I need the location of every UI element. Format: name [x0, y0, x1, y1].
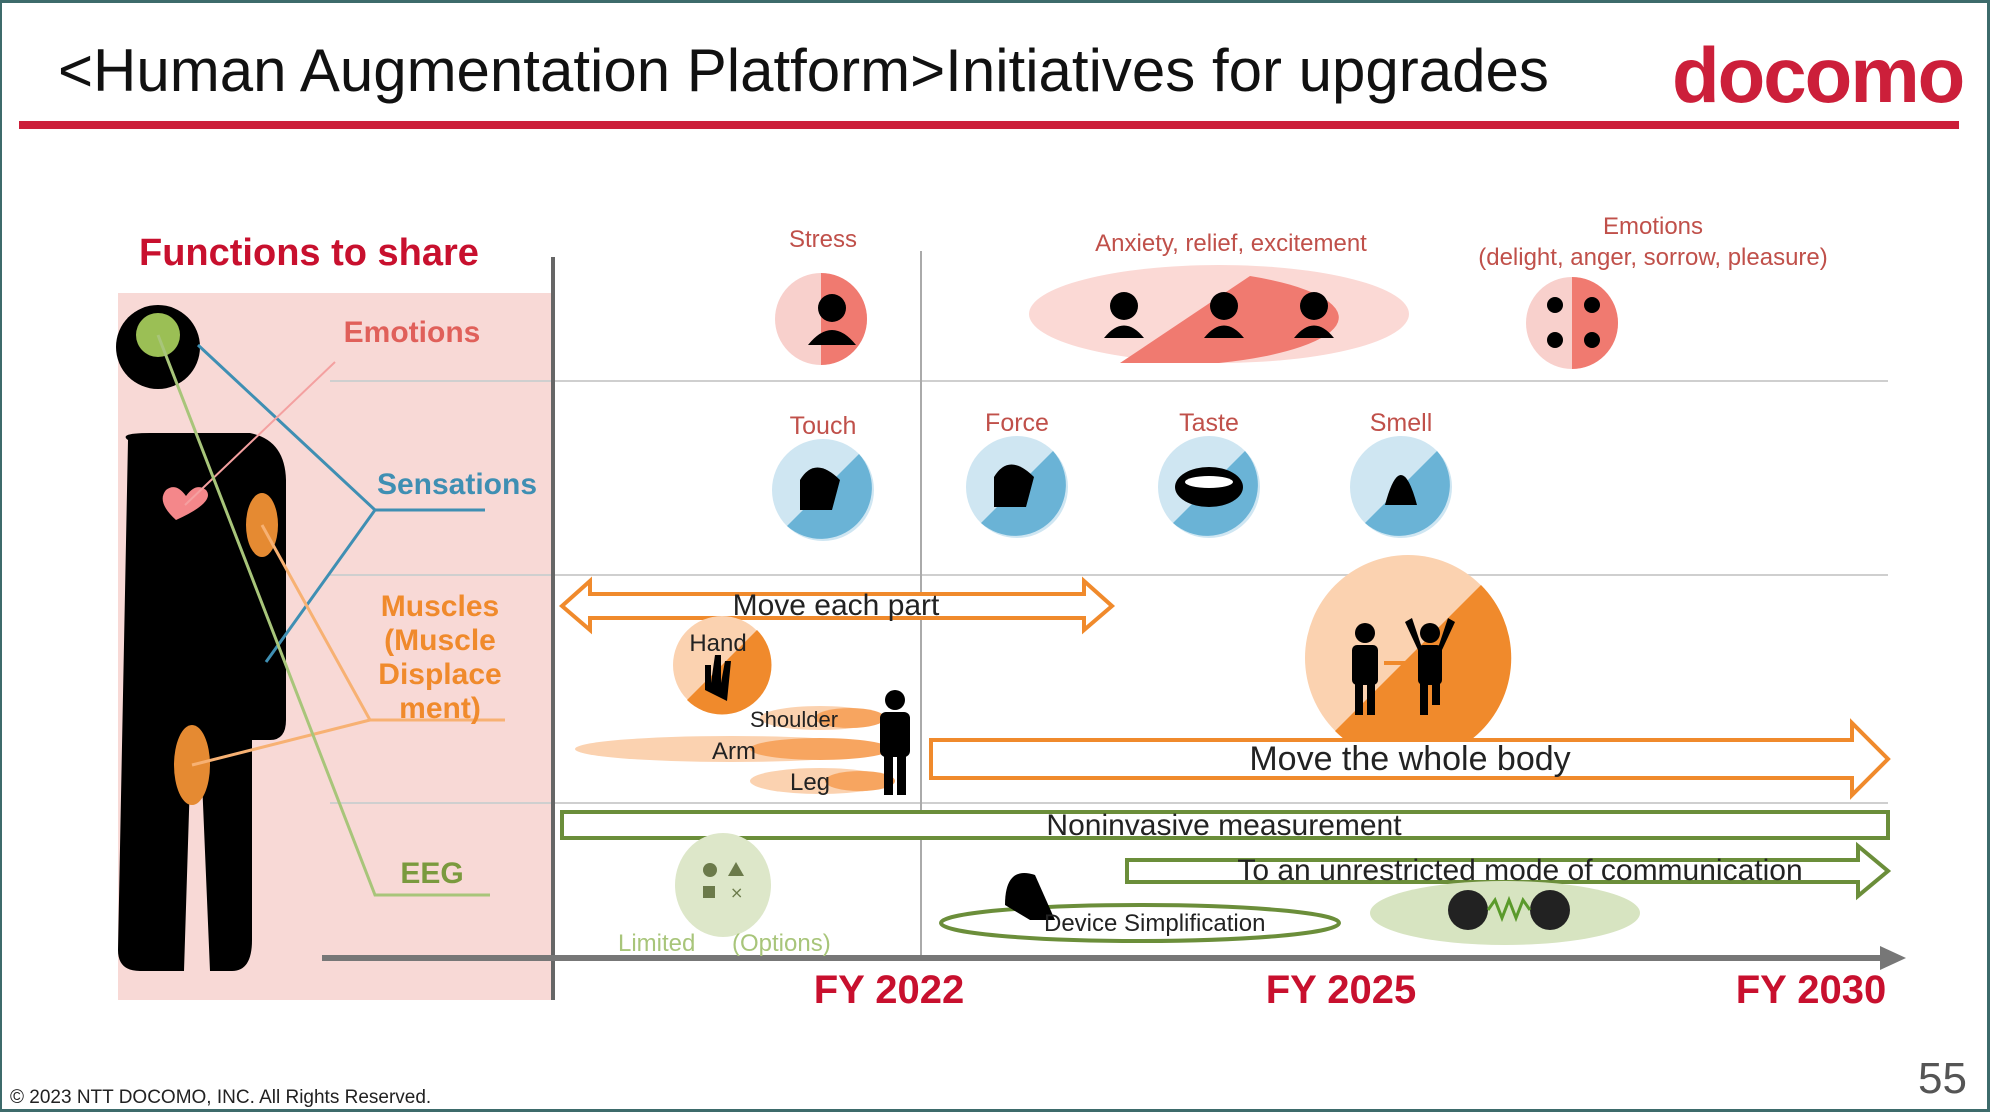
hand-label: Hand — [689, 630, 747, 657]
functions-heading: Functions to share — [139, 232, 479, 274]
noninvasive-label: Noninvasive measurement — [1046, 809, 1402, 842]
svg-text:×: × — [730, 883, 743, 902]
time-axis-arrow — [322, 946, 1906, 970]
device-simplification-icon — [939, 873, 1341, 943]
force-label: Force — [985, 409, 1049, 437]
move-whole-body-label: Move the whole body — [1249, 740, 1571, 778]
arm-label: Arm — [712, 738, 756, 765]
hand-icon — [673, 616, 772, 715]
move-each-part-label: Move each part — [732, 589, 940, 622]
fy-2025-label: FY 2025 — [1265, 968, 1417, 1012]
label-eeg: EEG — [400, 857, 464, 890]
docomo-logo: docomo — [1672, 31, 1965, 119]
touch-icon — [772, 439, 874, 541]
header-divider — [19, 121, 1959, 129]
label-sensations: Sensations — [376, 468, 538, 501]
unrestricted-communication-arrow — [1125, 841, 1892, 901]
emotions-title-label: Emotions — [1602, 213, 1704, 240]
move-whole-body-arrow — [929, 718, 1891, 800]
fy-2030-label: FY 2030 — [1735, 968, 1887, 1012]
limited-label: Limited — [618, 930, 696, 957]
anxiety-label: Anxiety, relief, excitement — [1095, 230, 1367, 257]
row-dividers — [330, 380, 1888, 804]
human-body-icon — [116, 305, 505, 971]
stress-icon — [775, 273, 867, 365]
unrestricted-label: To an unrestricted mode of communication — [1237, 854, 1803, 887]
label-muscles-line: ment) — [399, 692, 481, 725]
noninvasive-measurement-bar — [560, 810, 1890, 840]
whole-body-circle-icon — [1305, 555, 1512, 762]
label-muscles-line: (Muscle — [384, 624, 496, 657]
fy-2022-label: FY 2022 — [813, 968, 965, 1012]
slide-title: <Human Augmentation Platform>Initiatives… — [58, 37, 1549, 104]
emotions-faces-icon — [1526, 277, 1618, 369]
taste-icon — [1158, 436, 1260, 538]
standing-person-icon — [880, 690, 910, 795]
options-label: (Options) — [732, 930, 831, 957]
label-muscles: Muscles (Muscle Displace ment) — [378, 590, 501, 726]
copyright: © 2023 NTT DOCOMO, INC. All Rights Reser… — [10, 1087, 432, 1108]
label-emotions: Emotions — [343, 316, 481, 349]
limited-options-icon: × — [675, 833, 771, 937]
smell-label: Smell — [1369, 409, 1433, 437]
brain-to-brain-icon — [1370, 881, 1640, 945]
smell-icon — [1350, 436, 1452, 538]
stress-label: Stress — [788, 226, 858, 253]
label-muscles-line: Displace — [378, 658, 502, 691]
taste-label: Taste — [1179, 409, 1239, 437]
move-each-part-arrow — [558, 576, 1116, 635]
touch-label: Touch — [789, 412, 857, 440]
anxiety-relief-excitement-icon — [1029, 265, 1409, 363]
emotions-sub-label: (delight, anger, sorrow, pleasure) — [1478, 244, 1828, 271]
force-icon — [966, 436, 1068, 538]
device-simplification-label: Device Simplification — [1044, 910, 1266, 937]
label-muscles-line: Muscles — [380, 590, 500, 623]
leg-label: Leg — [789, 769, 831, 796]
body-parts-ellipses — [575, 706, 895, 794]
page-number: 55 — [1918, 1054, 1967, 1103]
shoulder-label: Shoulder — [749, 707, 839, 732]
